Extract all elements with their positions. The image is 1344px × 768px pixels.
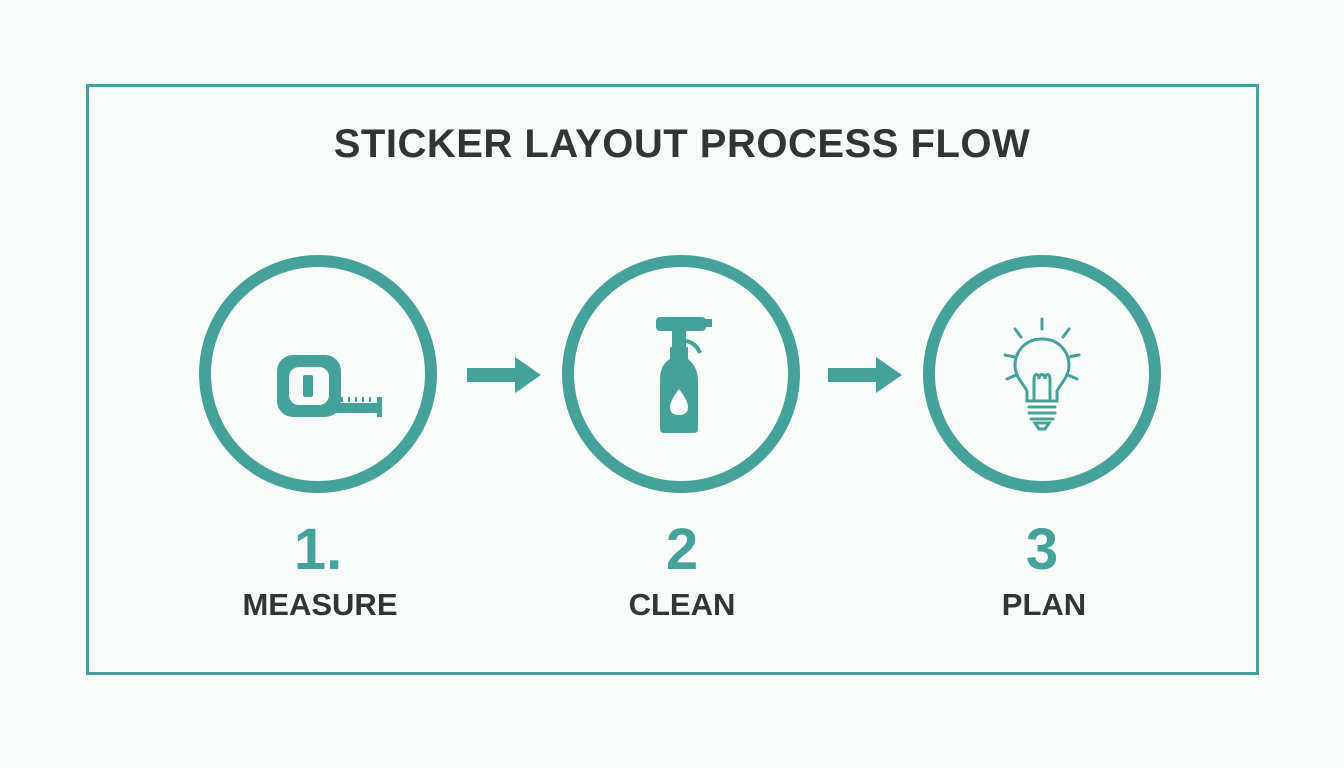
- diagram-title: STICKER LAYOUT PROCESS FLOW: [333, 122, 1031, 166]
- arrow-right-icon: [828, 357, 902, 393]
- arrow-right-icon: [467, 357, 541, 393]
- step-3-label: PLAN: [1001, 587, 1087, 622]
- step-3-number: 3: [1025, 517, 1059, 582]
- lightbulb-icon: [1003, 317, 1081, 431]
- tape-measure-icon: [277, 355, 382, 417]
- step-1-label: MEASURE: [242, 587, 398, 622]
- diagram-frame: [86, 84, 1259, 675]
- step-2-circle: [562, 255, 800, 493]
- step-1-number: 1.: [293, 517, 343, 582]
- spray-bottle-icon: [656, 317, 712, 433]
- step-2-number: 2: [665, 517, 699, 582]
- step-2-label: CLEAN: [628, 587, 736, 622]
- step-3-circle: [923, 255, 1161, 493]
- step-1-circle: [199, 255, 437, 493]
